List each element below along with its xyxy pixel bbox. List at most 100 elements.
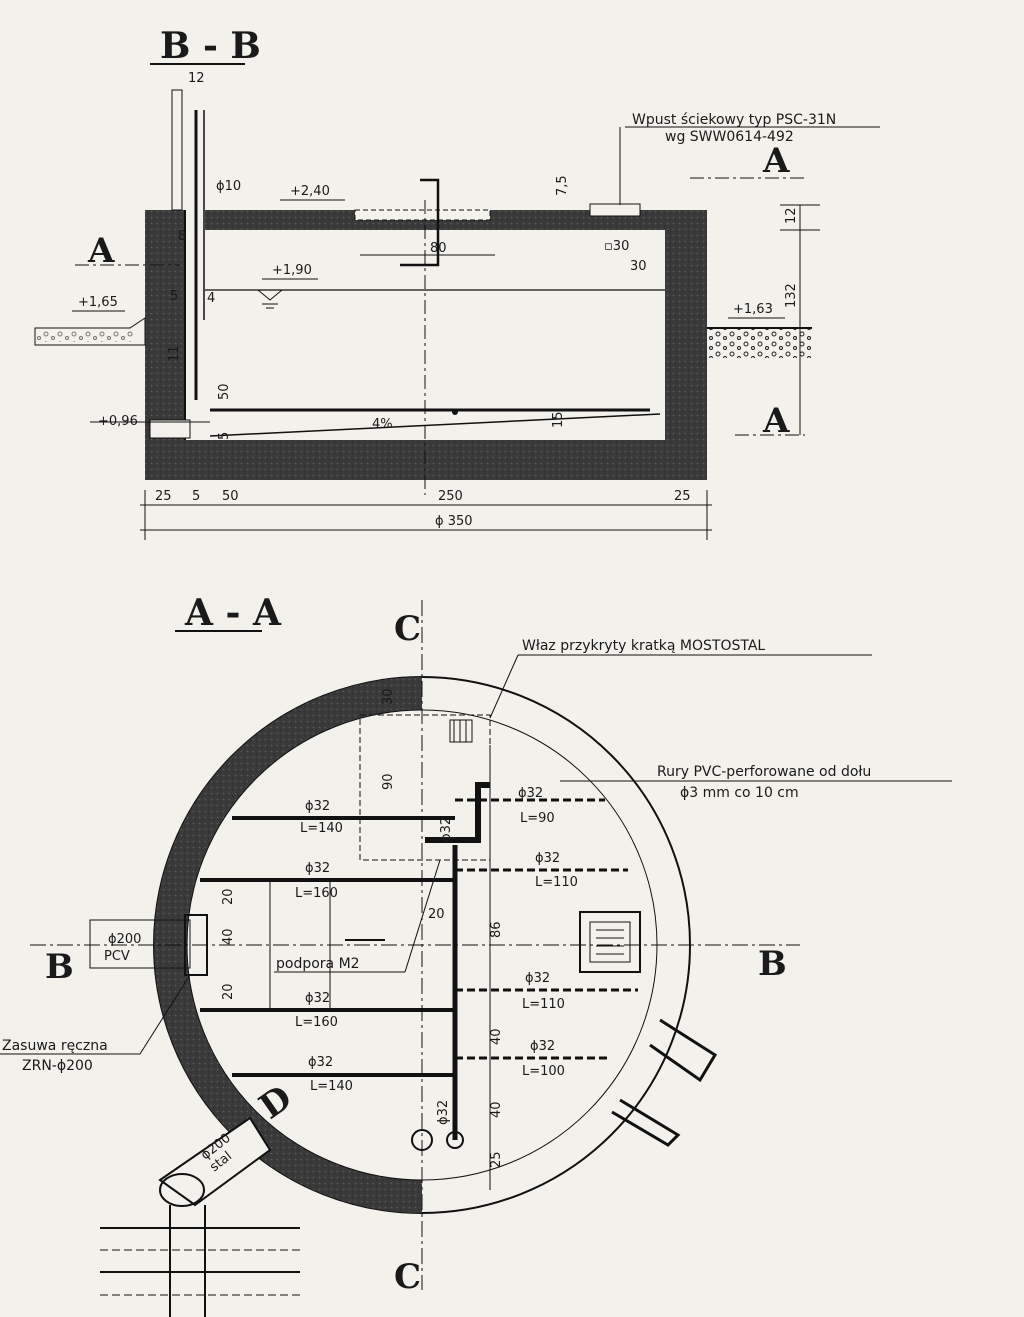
level-top: +2,40 (290, 184, 330, 199)
marker-b-left: B (45, 947, 74, 987)
hatch-note: Właz przykryty kratką MOSTOSTAL (522, 638, 765, 654)
pipe-left-3-len: L=160 (295, 1015, 338, 1030)
dim-bottom-50: 50 (222, 489, 239, 504)
pipe-right-1-dia: ϕ32 (518, 786, 543, 801)
support-label: podpora M2 (276, 956, 360, 972)
support-frame (269, 879, 331, 1011)
level-water: +1,90 (272, 263, 312, 278)
dim-30b: 30 (630, 259, 647, 274)
valve-note-1: Zasuwa ręczna (2, 1038, 108, 1054)
cut-line-marker (400, 178, 440, 267)
left-wall (145, 210, 185, 480)
pipe-right-3-dia: ϕ32 (525, 971, 550, 986)
marker-c-bottom: C (394, 1257, 421, 1297)
dim-phi10: ϕ10 (216, 179, 241, 194)
vertical-pipe-label-2: ϕ32 (436, 1100, 451, 1125)
dim-7-5: 7,5 (555, 175, 570, 196)
ladder-right (649, 1018, 718, 1083)
vertical-pipe-label-1: ϕ32 (439, 817, 454, 842)
pipe-left-3-dia: ϕ32 (305, 991, 330, 1006)
pvc-label-2: PCV (104, 949, 130, 964)
right-wall (665, 210, 707, 480)
valve-note-2: ZRN-ϕ200 (22, 1058, 93, 1074)
section-bb: B - B A (34, 25, 880, 540)
dim-4: 4 (207, 291, 215, 306)
pipe-left-2-dia: ϕ32 (305, 861, 330, 876)
dim-40c: 40 (489, 1101, 504, 1118)
concrete-ring (154, 677, 422, 1213)
ladder-rail (171, 89, 183, 211)
hatch-opening (354, 209, 491, 221)
hatch-frame (425, 782, 490, 843)
dim-8: 8 (178, 229, 186, 244)
dim-bottom-25-right: 25 (674, 489, 691, 504)
pipe-right-3-len: L=110 (522, 997, 565, 1012)
section-aa-title: A - A (184, 592, 282, 634)
ground-right (707, 328, 812, 358)
dim-bottom-250: 250 (438, 489, 463, 504)
valve (184, 914, 208, 976)
sump (411, 1129, 433, 1151)
slope-label: 4% (372, 417, 393, 432)
dim-20a: 20 (221, 888, 236, 905)
dim-12-right: 12 (784, 207, 799, 224)
dim-bottom-5: 5 (192, 489, 200, 504)
dim-diameter-350: ϕ 350 (435, 514, 473, 529)
dim-20c: 20 (428, 907, 445, 922)
pipe-right-4-len: L=100 (522, 1064, 565, 1079)
level-ground-right: +1,63 (733, 302, 773, 317)
dim-30a: ▫30 (604, 239, 629, 254)
dim-90: 90 (381, 773, 396, 790)
cut-marker-a-top: A (762, 141, 790, 181)
floor-drain-grate (579, 911, 641, 973)
dim-20b: 20 (221, 983, 236, 1000)
hatch-grate (449, 719, 473, 743)
sloped-floor (209, 413, 661, 437)
dim-80: 80 (430, 241, 447, 256)
pipe-left-1-dia: ϕ32 (305, 799, 330, 814)
marker-b-right: B (758, 944, 787, 984)
outlet-pipe (149, 419, 191, 439)
dim-86: 86 (489, 921, 504, 938)
steel-outlet-pipe (158, 1116, 272, 1207)
section-bb-title: B - B (160, 25, 261, 67)
dim-12-top: 12 (188, 71, 205, 86)
dim-40: 40 (221, 928, 236, 945)
pipe-note-2: ϕ3 mm co 10 cm (680, 785, 799, 801)
pvc-label-1: ϕ200 (108, 932, 141, 947)
bottom-slab (145, 440, 707, 480)
pipe-left-2-len: L=160 (295, 886, 338, 901)
dim-bottom-25-left: 25 (155, 489, 172, 504)
dim-40b: 40 (489, 1028, 504, 1045)
dim-15: 15 (551, 411, 566, 428)
pipe-left-4-len: L=140 (310, 1079, 353, 1094)
dim-30: 30 (381, 688, 396, 705)
cut-marker-a-left: A (87, 231, 115, 271)
pipe-note-1: Rury PVC-perforowane od dołu (657, 764, 871, 780)
dim-5-bottom: 5 (217, 432, 232, 440)
pipes-left (200, 816, 455, 1077)
pipe-right-1-len: L=90 (520, 811, 555, 826)
pipe-right-2-len: L=110 (535, 875, 578, 890)
inlet-grate (589, 203, 641, 217)
pipe-left-4-dia: ϕ32 (308, 1055, 333, 1070)
level-outlet: +0,96 (98, 414, 138, 429)
section-aa: A - A C C B B D (0, 592, 952, 1317)
cut-marker-a-bottom: A (762, 401, 790, 441)
ground-left (34, 317, 146, 346)
inlet-note-2: wg SWW0614-492 (665, 129, 794, 145)
level-ground-left: +1,65 (78, 295, 118, 310)
inlet-note-1: Wpust ściekowy typ PSC-31N (632, 112, 836, 128)
dim-25: 25 (489, 1151, 504, 1168)
dim-5: 5 (170, 289, 178, 304)
dim-11: 11 (167, 345, 182, 362)
dim-132: 132 (784, 283, 799, 308)
pipe-right-2-dia: ϕ32 (535, 851, 560, 866)
pipe-right-4-dia: ϕ32 (530, 1039, 555, 1054)
marker-c-top: C (394, 609, 421, 649)
water-level-marker (256, 289, 284, 301)
pipes-right (455, 798, 638, 1060)
pipe-left-1-len: L=140 (300, 821, 343, 836)
dim-50-vertical: 50 (217, 383, 232, 400)
